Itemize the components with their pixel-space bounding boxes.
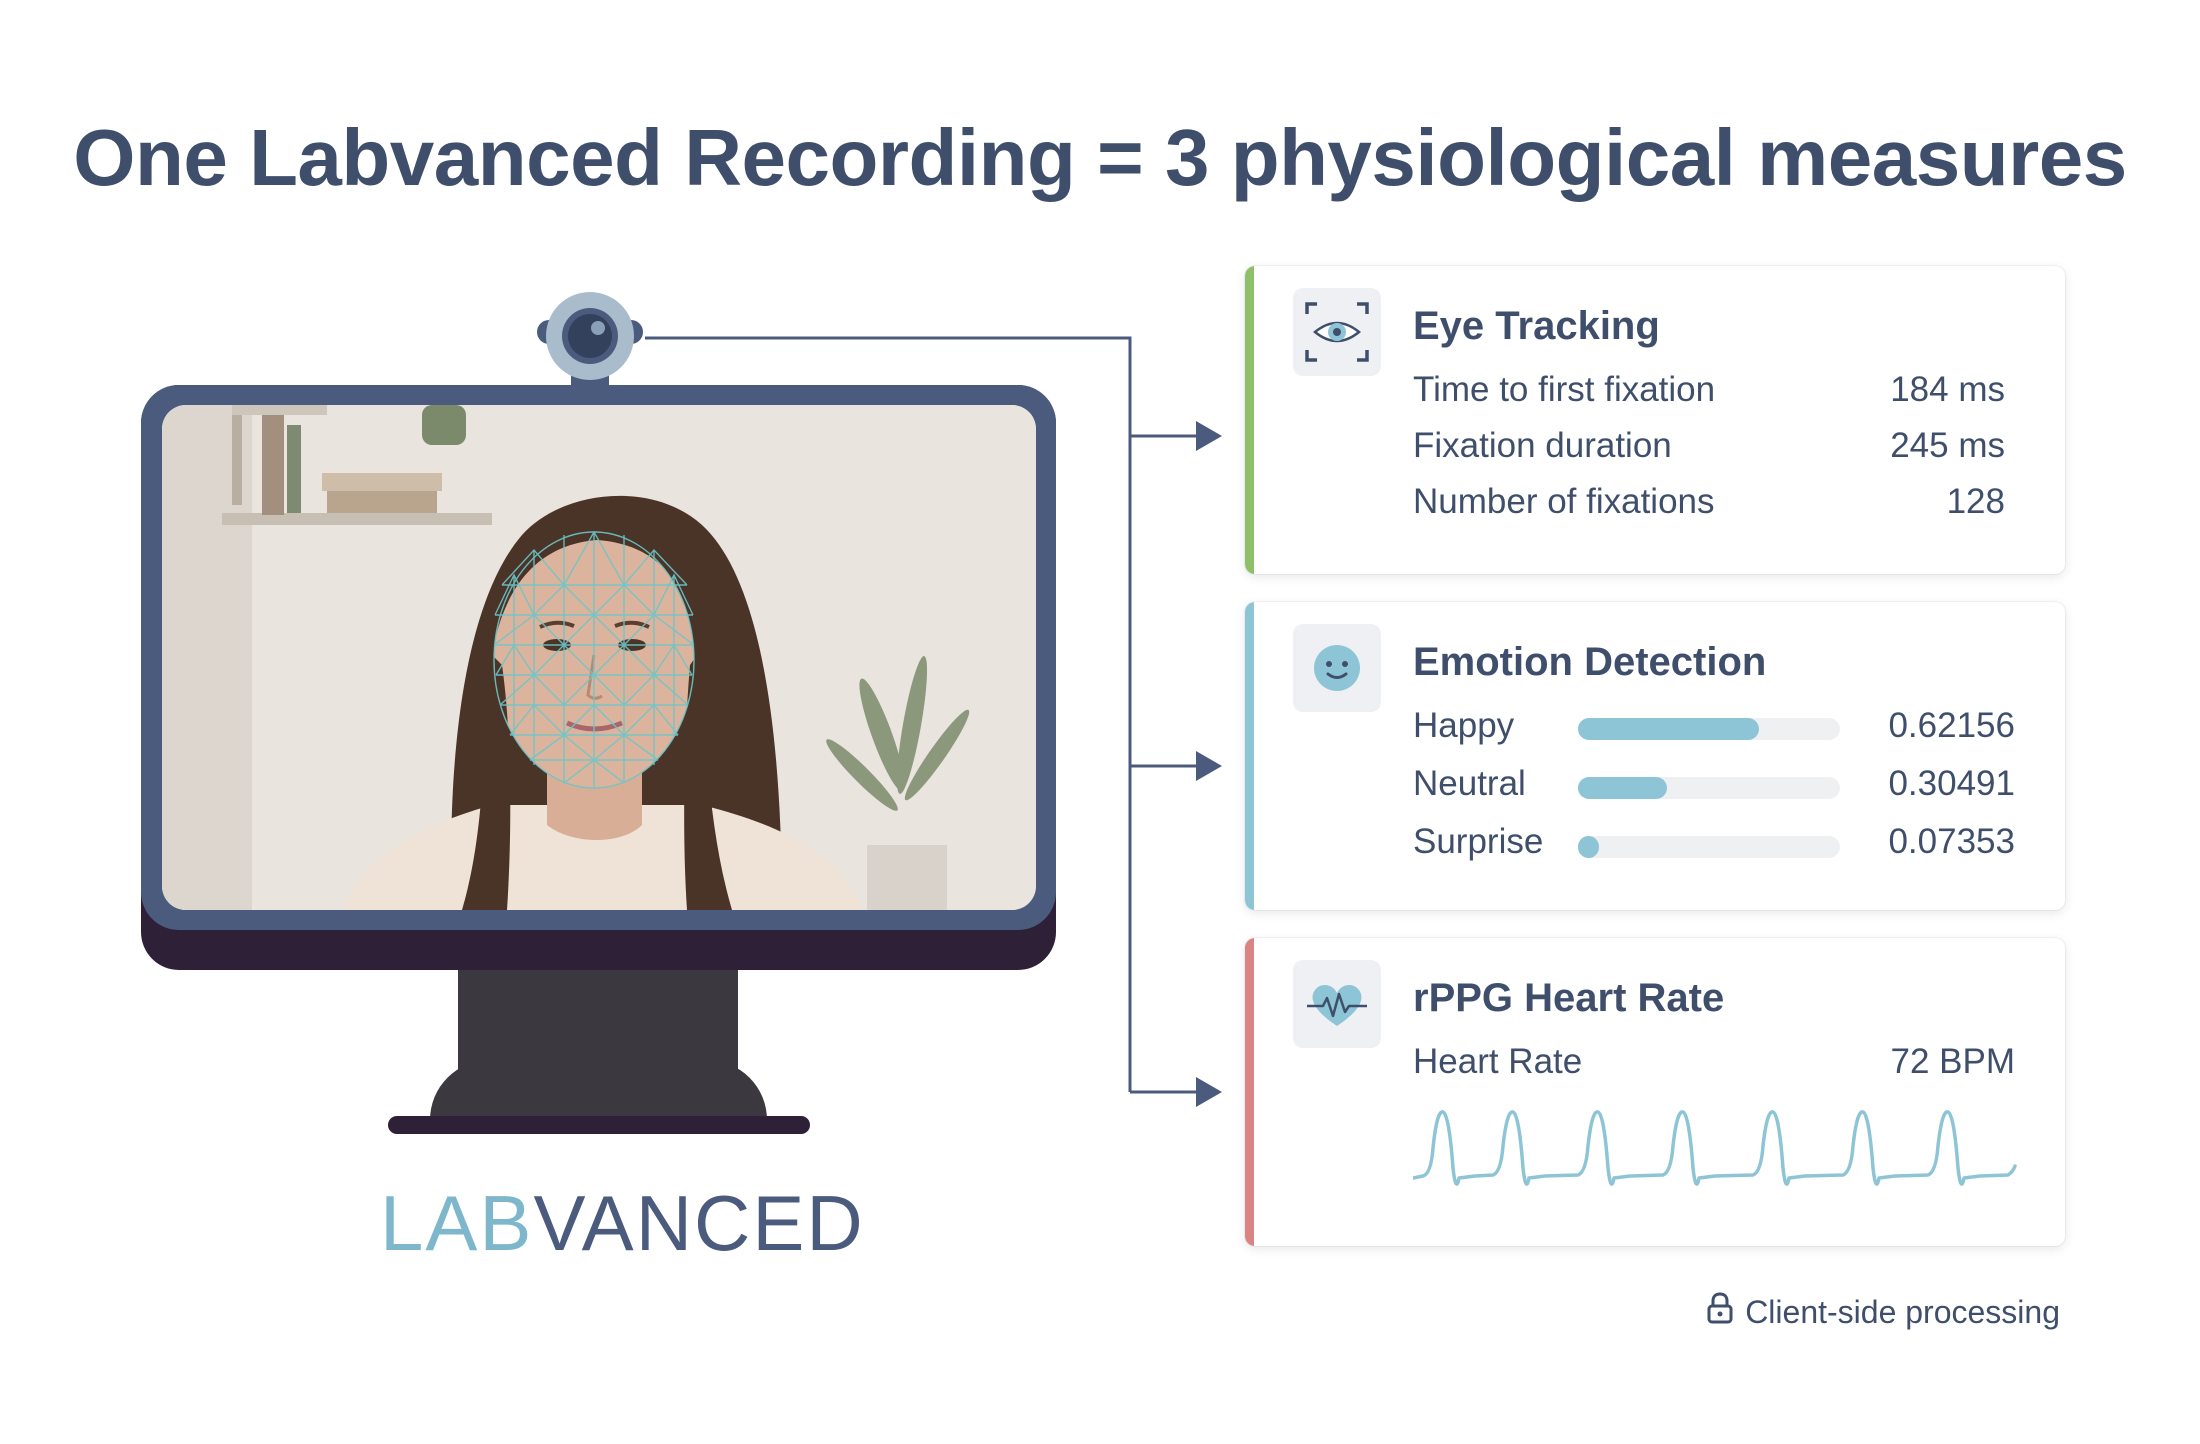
heart-rate-label: Heart Rate <box>1413 1042 1583 1081</box>
webcam-video-feed <box>162 405 1036 910</box>
card-accent-bar <box>1245 602 1254 910</box>
page-title: One Labvanced Recording = 3 physiologica… <box>73 113 2127 202</box>
eye-metric-value: 184 ms <box>1890 370 2005 409</box>
heart-rate-card: rPPG Heart Rate Heart Rate 72 BPM <box>1245 938 2065 1246</box>
emotion-detection-card: Emotion Detection Happy 0.62156 Neutral … <box>1245 602 2065 910</box>
eye-metric-label: Time to first fixation <box>1413 370 1716 409</box>
lock-icon <box>1707 1292 1733 1332</box>
eye-metric-label: Fixation duration <box>1413 426 1672 465</box>
emotion-label: Neutral <box>1413 764 1526 803</box>
webcam-icon <box>535 292 645 387</box>
heart-rate-waveform <box>1413 1110 2017 1186</box>
eye-metric-value: 128 <box>1946 482 2005 521</box>
footer-text: Client-side processing <box>1745 1293 2060 1330</box>
eye-icon <box>1293 288 1381 376</box>
monitor-illustration: LABVANCED <box>141 292 1056 1269</box>
eye-tracking-title: Eye Tracking <box>1413 304 1660 348</box>
participant-face-photo <box>162 405 1036 910</box>
smiley-face-icon <box>1293 624 1381 712</box>
heart-rate-title: rPPG Heart Rate <box>1413 976 1725 1020</box>
card-accent-bar <box>1245 938 1254 1246</box>
labvanced-logo: LABVANCED <box>380 1178 863 1269</box>
heart-rate-value: 72 BPM <box>1890 1042 2016 1081</box>
eye-tracking-card: Eye Tracking Time to first fixation 184 … <box>1245 266 2065 574</box>
emotion-bar <box>1578 836 1840 858</box>
emotion-bar <box>1578 718 1840 740</box>
emotion-bar-fill <box>1578 836 1600 858</box>
emotion-label: Happy <box>1413 706 1515 745</box>
monitor-stand-curve-left <box>430 1060 505 1120</box>
card-accent-bar <box>1245 266 1254 574</box>
emotion-bar-fill <box>1578 777 1667 799</box>
heart-pulse-icon <box>1293 960 1381 1048</box>
client-side-processing-note: Client-side processing <box>1707 1292 2060 1332</box>
eye-metric-value: 245 ms <box>1890 426 2005 465</box>
emotion-value: 0.07353 <box>1888 822 2015 861</box>
emotion-value: 0.62156 <box>1888 706 2015 745</box>
monitor-stand-base <box>388 1116 810 1134</box>
monitor-stand-curve-right <box>692 1060 767 1120</box>
logo-part-vanced: VANCED <box>533 1179 865 1267</box>
logo-part-lab: LAB <box>380 1179 534 1267</box>
emotion-bar <box>1578 777 1840 799</box>
eye-metric-label: Number of fixations <box>1413 482 1715 521</box>
emotion-detection-title: Emotion Detection <box>1413 640 1767 684</box>
emotion-bar-fill <box>1578 718 1759 740</box>
emotion-label: Surprise <box>1413 822 1544 861</box>
emotion-value: 0.30491 <box>1888 764 2015 803</box>
